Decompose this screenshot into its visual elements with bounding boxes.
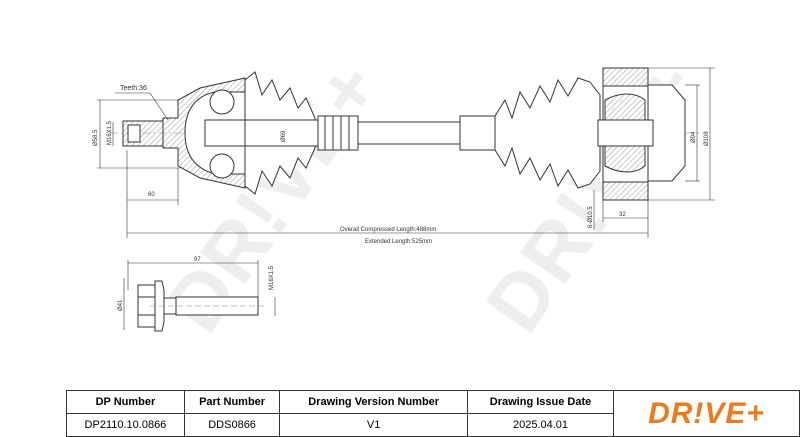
shaft-dia-label: Ø69 xyxy=(281,130,287,142)
part-number-value: DDS0866 xyxy=(183,413,281,437)
dp-number-value: DP2110.10.0866 xyxy=(66,413,185,437)
brand-logo: DR!VE+ xyxy=(613,390,800,437)
bolt-length-label: 97 xyxy=(194,257,201,263)
right-boot xyxy=(494,77,601,189)
stub-dia-label: Ø58.5 xyxy=(93,129,99,146)
extended-length-label: Extended Length:525mm xyxy=(365,239,432,245)
bolt-head-dia-label: Ø41 xyxy=(118,299,124,311)
housing-outer-dia-label: Ø108 xyxy=(704,131,710,146)
header-drawing-version: Drawing Version Number xyxy=(279,390,469,414)
teeth-label: Teeth:36 xyxy=(120,85,147,92)
housing-inner-dia-label: Ø94 xyxy=(691,131,697,143)
drawing-version-value: V1 xyxy=(279,413,469,437)
dimension-lines xyxy=(97,67,715,330)
shaft xyxy=(244,115,496,151)
issue-date-value: 2025.04.01 xyxy=(467,413,614,437)
drive-shaft-drawing: Teeth:36 Ø58.5 M16X1.5 60 Ø69 Ø94 Ø108 3… xyxy=(93,67,715,332)
header-issue-date: Drawing Issue Date xyxy=(467,390,614,414)
stub-thread-label: M16X1.5 xyxy=(107,120,113,145)
outer-cv-joint xyxy=(122,77,246,189)
tripod-housing xyxy=(597,67,686,201)
compressed-length-label: Overall Compressed Length:488mm xyxy=(340,227,436,233)
header-dp-number: DP Number xyxy=(66,390,185,414)
header-part-number: Part Number xyxy=(183,390,281,414)
stub-len-label: 60 xyxy=(148,192,155,198)
bolt xyxy=(137,280,265,332)
bolt-holes-label: 6-Ø10.5 xyxy=(588,206,594,228)
flange-width-label: 32 xyxy=(619,212,626,218)
title-block: DP Number Part Number Drawing Version Nu… xyxy=(66,390,800,437)
logo-text: DR!VE+ xyxy=(648,396,765,430)
bolt-thread-label: M16X1.5 xyxy=(269,265,275,290)
